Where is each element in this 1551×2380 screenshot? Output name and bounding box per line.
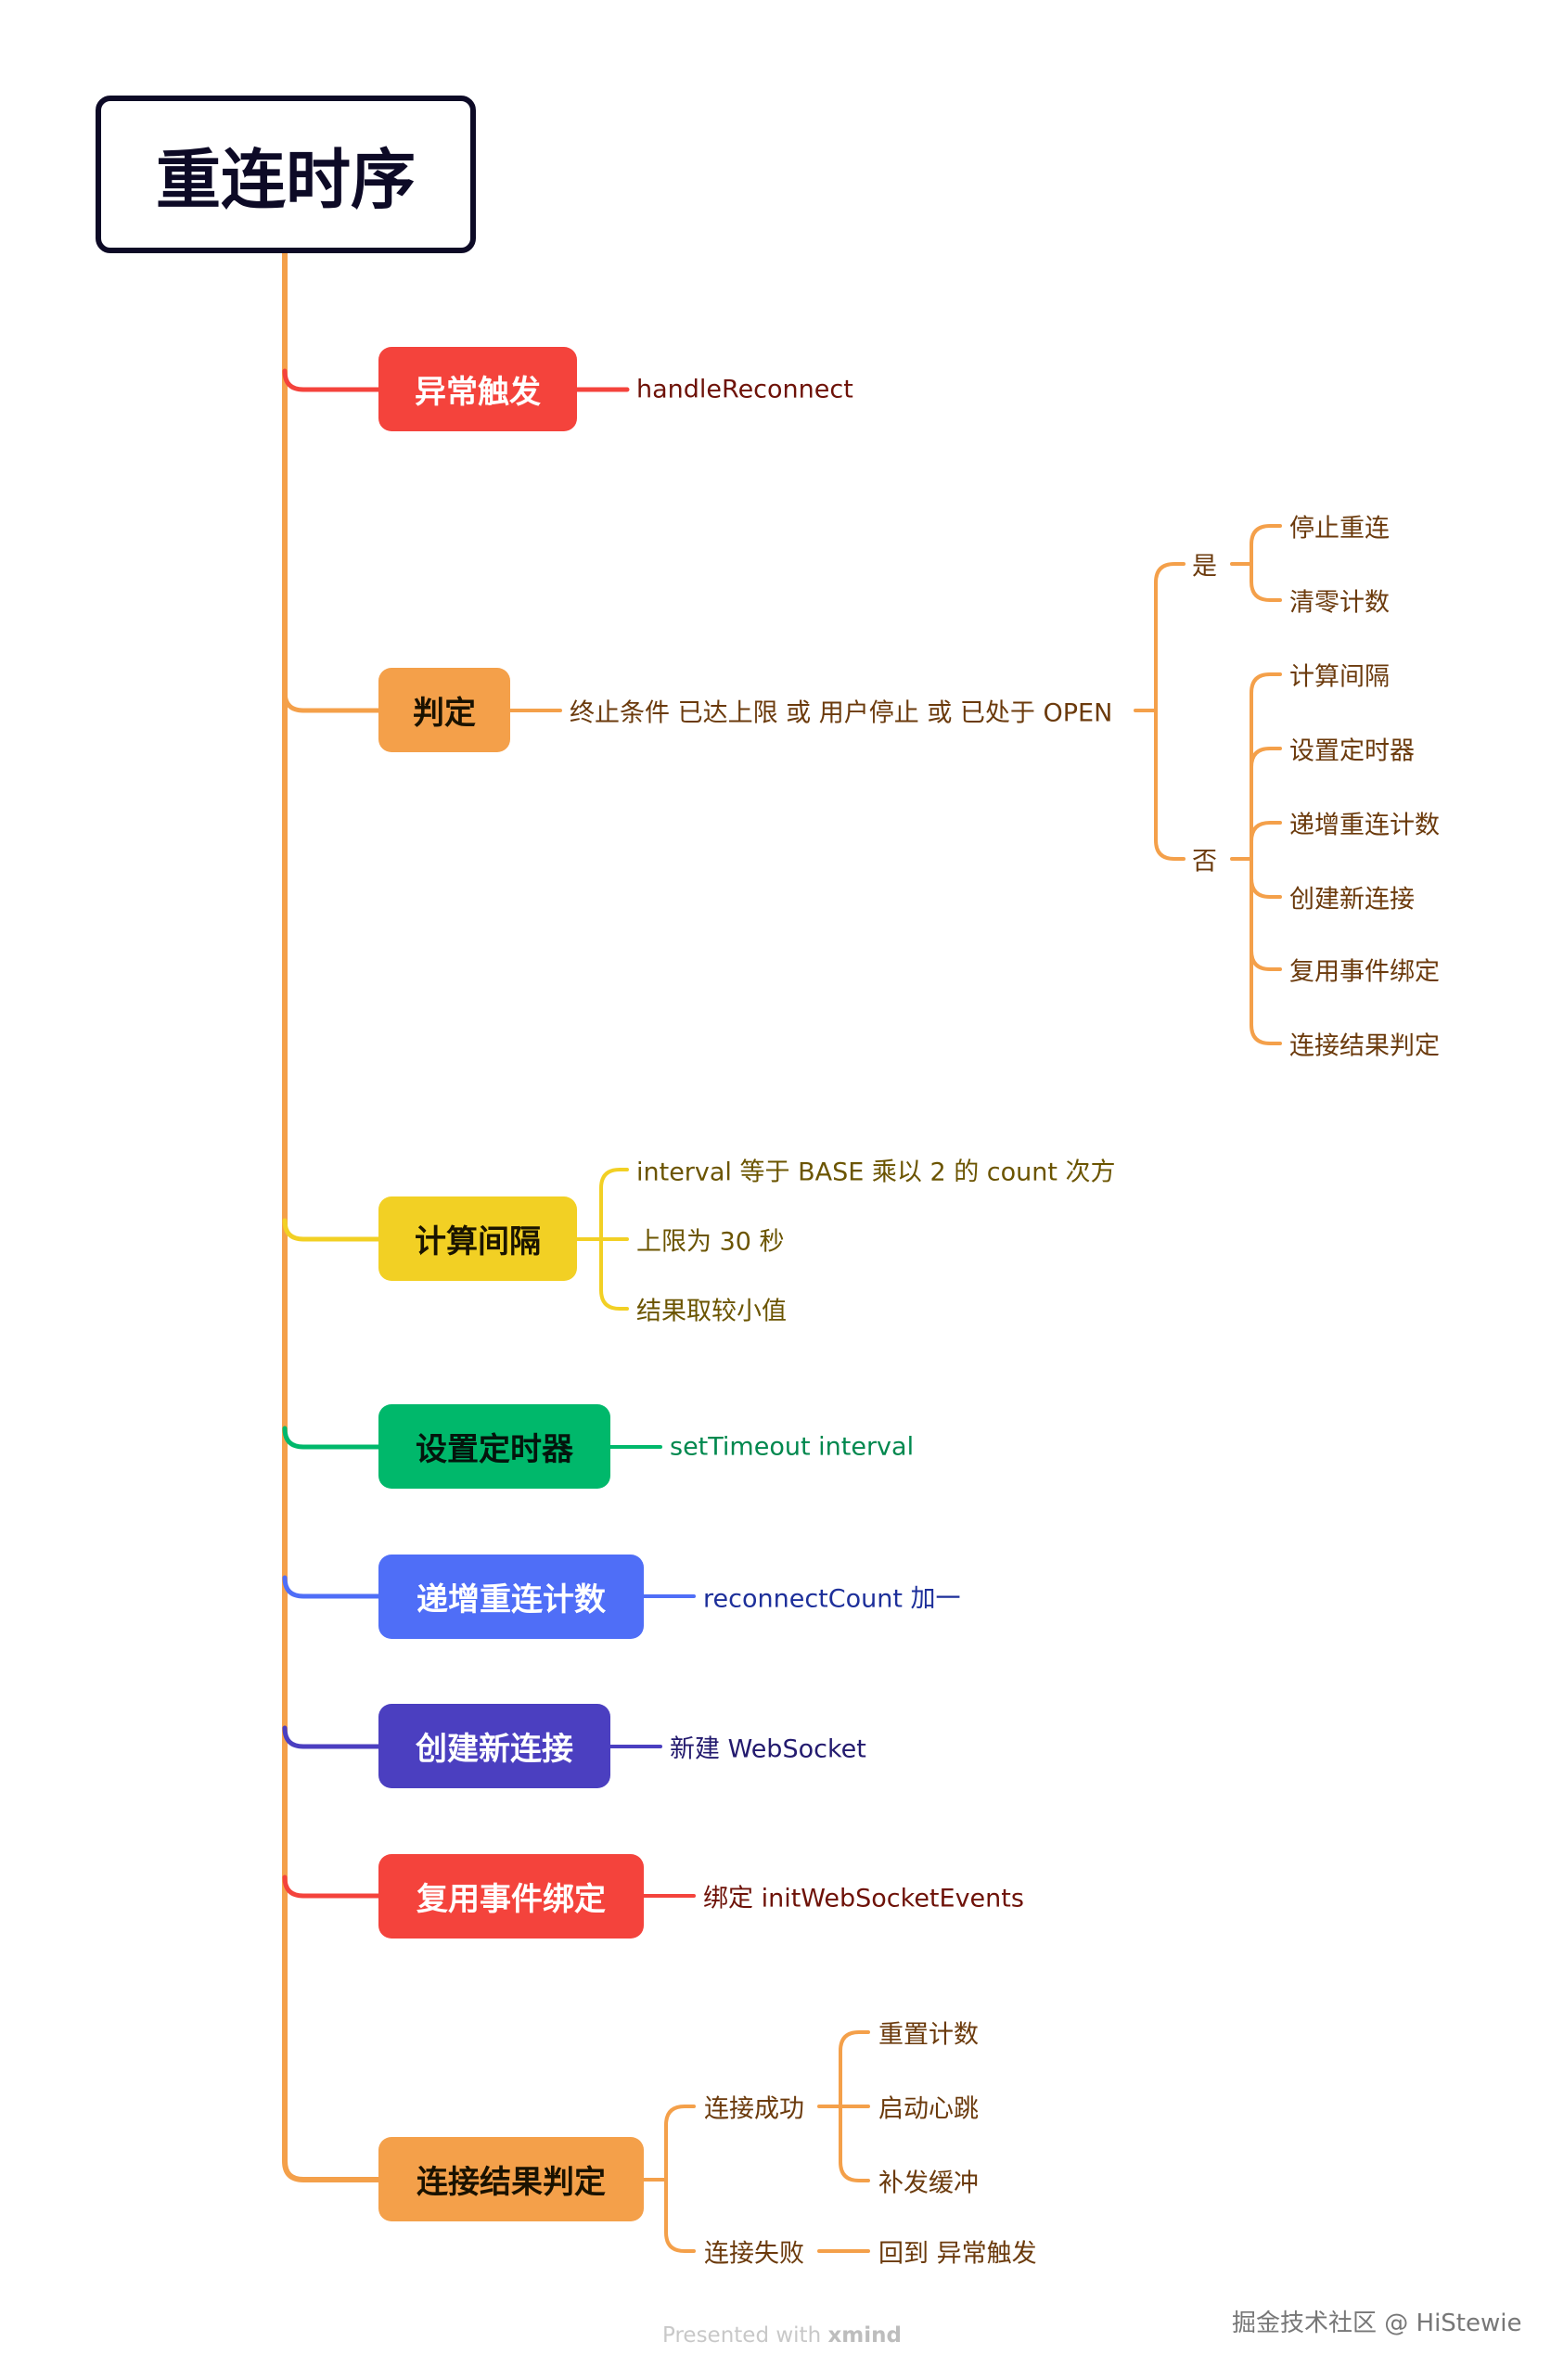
leaf-item[interactable]: 回到 异常触发 xyxy=(878,2239,1037,2269)
leaf-item[interactable]: 上限为 30 秒 xyxy=(636,1227,785,1257)
leaf-fail[interactable]: 连接失败 xyxy=(704,2239,804,2269)
leaf-item[interactable]: interval 等于 BASE 乘以 2 的 count 次方 xyxy=(636,1158,1116,1187)
branch-exception-trigger[interactable]: 异常触发 xyxy=(378,347,577,431)
xmind-brand: xmind xyxy=(827,2323,902,2348)
branch-create-connection[interactable]: 创建新连接 xyxy=(378,1704,610,1788)
leaf-item[interactable]: 递增重连计数 xyxy=(1289,811,1440,840)
branch-reuse-events[interactable]: 复用事件绑定 xyxy=(378,1854,644,1939)
leaf-new-websocket[interactable]: 新建 WebSocket xyxy=(670,1734,866,1764)
branch-connection-result[interactable]: 连接结果判定 xyxy=(378,2137,644,2221)
branch-increment-count[interactable]: 递增重连计数 xyxy=(378,1555,644,1639)
presented-with-footer: Presented with xmind xyxy=(662,2323,902,2348)
branch-judge[interactable]: 判定 xyxy=(378,668,510,752)
branch-compute-interval[interactable]: 计算间隔 xyxy=(378,1196,577,1281)
branch-set-timer[interactable]: 设置定时器 xyxy=(378,1404,610,1489)
root-topic[interactable]: 重连时序 xyxy=(96,96,476,253)
leaf-stop-condition[interactable]: 终止条件 已达上限 或 用户停止 或 已处于 OPEN xyxy=(570,698,1113,728)
leaf-handle-reconnect[interactable]: handleReconnect xyxy=(636,375,853,404)
leaf-yes[interactable]: 是 xyxy=(1192,552,1217,582)
leaf-item[interactable]: 结果取较小值 xyxy=(636,1297,787,1326)
leaf-item[interactable]: 补发缓冲 xyxy=(878,2169,979,2198)
leaf-success[interactable]: 连接成功 xyxy=(704,2094,804,2124)
leaf-item[interactable]: 重置计数 xyxy=(878,2020,979,2050)
leaf-item[interactable]: 计算间隔 xyxy=(1289,662,1390,692)
leaf-item[interactable]: 清零计数 xyxy=(1289,588,1390,618)
footer-text: Presented with xyxy=(662,2323,828,2348)
watermark: 掘金技术社区 @ HiStewie xyxy=(1232,2310,1522,2337)
leaf-item[interactable]: 连接结果判定 xyxy=(1289,1031,1440,1061)
leaf-init-events[interactable]: 绑定 initWebSocketEvents xyxy=(703,1884,1024,1913)
leaf-no[interactable]: 否 xyxy=(1192,847,1217,877)
leaf-item[interactable]: 复用事件绑定 xyxy=(1289,957,1440,987)
leaf-item[interactable]: 创建新连接 xyxy=(1289,885,1415,915)
leaf-item[interactable]: 停止重连 xyxy=(1289,514,1390,544)
leaf-reconnect-count[interactable]: reconnectCount 加一 xyxy=(703,1584,961,1614)
leaf-item[interactable]: 设置定时器 xyxy=(1289,736,1415,766)
leaf-settimeout[interactable]: setTimeout interval xyxy=(670,1432,915,1462)
leaf-item[interactable]: 启动心跳 xyxy=(878,2094,979,2124)
